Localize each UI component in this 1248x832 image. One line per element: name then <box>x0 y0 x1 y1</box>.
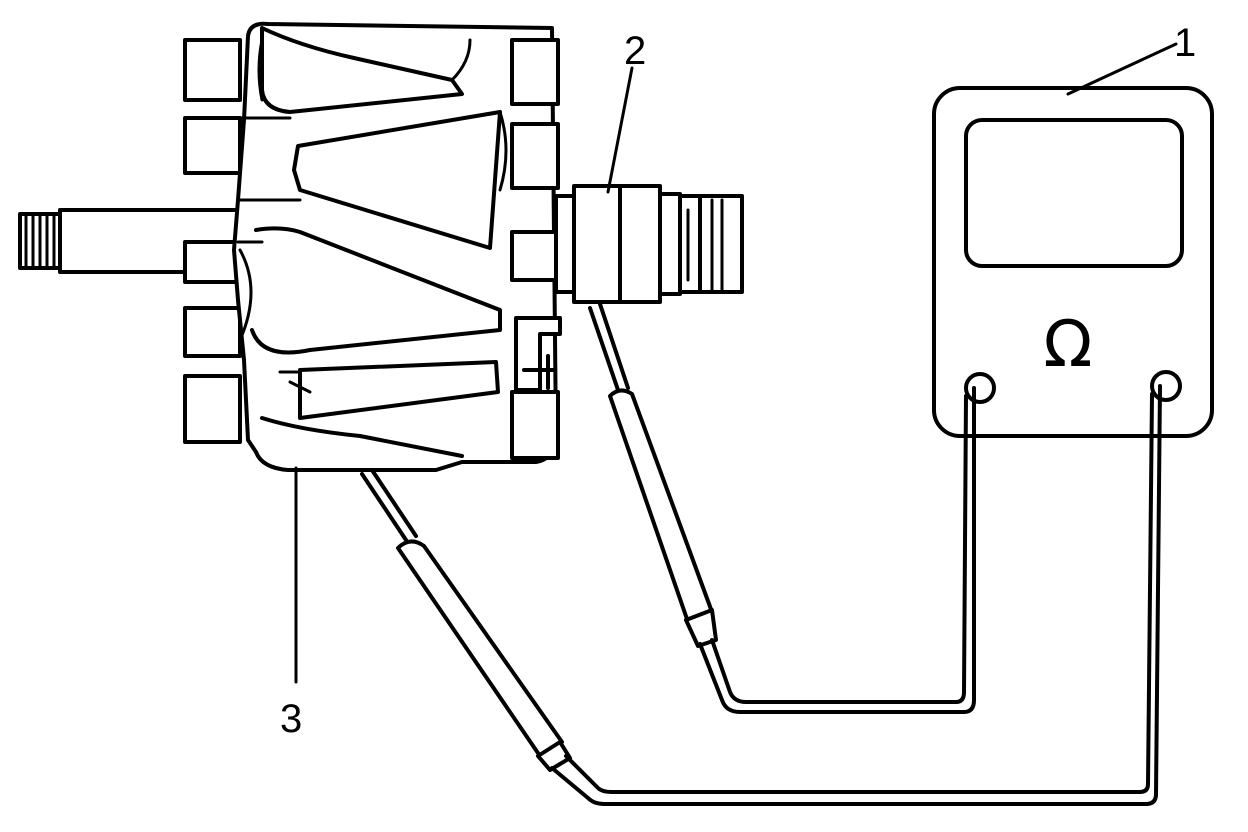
meter-jack-left <box>964 372 996 404</box>
slip-rings <box>554 184 744 304</box>
slip-ring <box>618 184 662 304</box>
rotor-pole-tooth <box>510 390 560 460</box>
leader-slip-rings <box>606 66 634 194</box>
slip-ring <box>572 184 624 304</box>
label-multimeter: 1 <box>1174 21 1196 65</box>
rotor-pole-tooth <box>183 306 242 358</box>
rotor-pole-tooth <box>183 38 242 102</box>
multimeter-display <box>964 118 1184 268</box>
test-probe-slip-ring <box>588 302 976 714</box>
test-probe-rotor <box>360 384 1162 806</box>
leader-multimeter <box>1066 42 1178 96</box>
rotor-body <box>183 21 560 472</box>
shaft-thread <box>24 212 56 270</box>
rotor-pole-tooth <box>183 116 242 175</box>
field-coil-lead <box>514 316 562 392</box>
rotor-pole-tooth <box>510 230 560 282</box>
rotor-pole-tooth <box>183 240 242 284</box>
label-slip-rings: 2 <box>624 29 646 73</box>
rotor-pole-tooth <box>510 122 560 190</box>
ohm-symbol: Ω <box>1044 308 1093 382</box>
rotor-pole-tooth <box>183 374 242 444</box>
meter-jack-right <box>1150 370 1182 402</box>
callout-leaders <box>294 42 1178 684</box>
rotor-pole-tooth <box>510 38 560 106</box>
multimeter: Ω <box>932 86 1214 438</box>
label-rotor: 3 <box>280 697 302 741</box>
